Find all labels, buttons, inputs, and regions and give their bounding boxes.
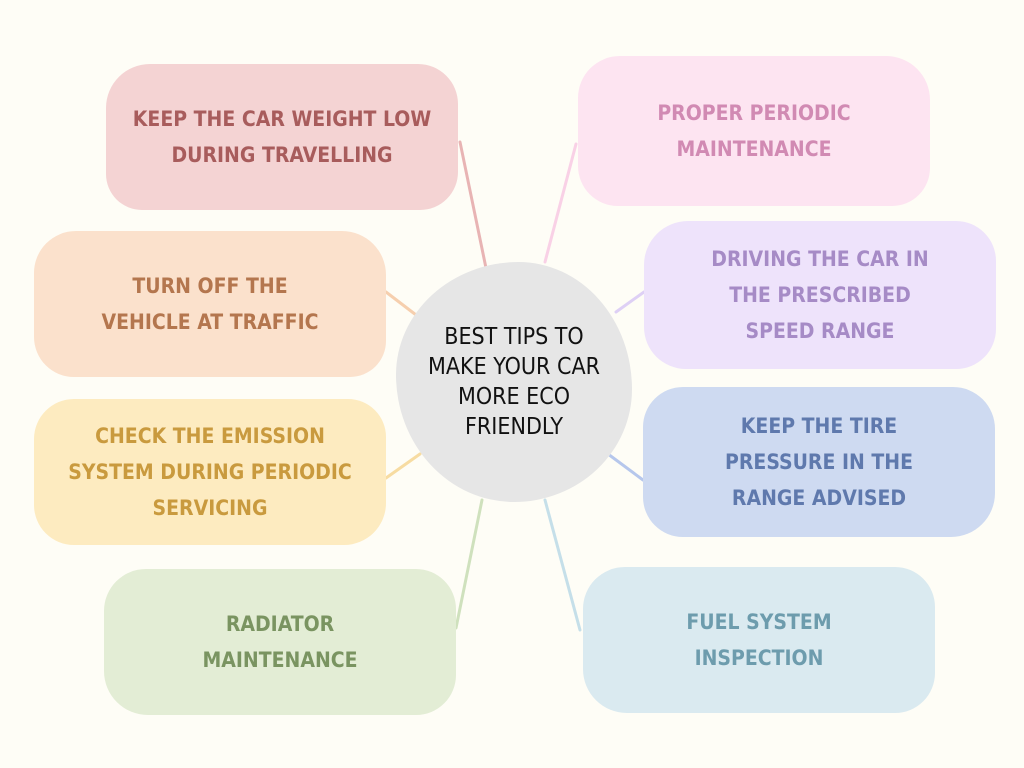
- tip-label: PROPER PERIODIC MAINTENANCE: [657, 101, 851, 161]
- connector-line-7: [606, 452, 645, 482]
- tip-tire-pressure: KEEP THE TIRE PRESSURE IN THE RANGE ADVI…: [643, 387, 995, 537]
- tip-label: KEEP THE CAR WEIGHT LOW DURING TRAVELLIN…: [132, 107, 432, 167]
- tip-periodic-maintenance: PROPER PERIODIC MAINTENANCE: [578, 56, 930, 206]
- connector-line-3: [384, 452, 422, 480]
- tip-fuel-system: FUEL SYSTEM INSPECTION: [583, 567, 935, 713]
- central-topic: BEST TIPS TO MAKE YOUR CAR MORE ECO FRIE…: [396, 262, 632, 502]
- tip-label: RADIATOR MAINTENANCE: [202, 612, 358, 672]
- tip-label: KEEP THE TIRE PRESSURE IN THE RANGE ADVI…: [725, 414, 913, 510]
- tip-radiator-maintenance: RADIATOR MAINTENANCE: [104, 569, 456, 715]
- tip-keep-weight-low: KEEP THE CAR WEIGHT LOW DURING TRAVELLIN…: [106, 64, 458, 210]
- central-topic-title: BEST TIPS TO MAKE YOUR CAR MORE ECO FRIE…: [428, 324, 600, 440]
- tip-label: FUEL SYSTEM INSPECTION: [686, 610, 832, 670]
- connector-line-1: [458, 140, 488, 270]
- tip-check-emission: CHECK THE EMISSION SYSTEM DURING PERIODI…: [34, 399, 386, 545]
- tip-speed-range: DRIVING THE CAR IN THE PRESCRIBED SPEED …: [644, 221, 996, 369]
- tip-label: CHECK THE EMISSION SYSTEM DURING PERIODI…: [68, 424, 352, 520]
- connector-line-6: [614, 290, 646, 314]
- connector-line-8: [543, 498, 582, 632]
- tip-turn-off-vehicle: TURN OFF THE VEHICLE AT TRAFFIC: [34, 231, 386, 377]
- tip-label: DRIVING THE CAR IN THE PRESCRIBED SPEED …: [711, 247, 929, 343]
- connector-line-4: [454, 498, 484, 630]
- tip-label: TURN OFF THE VEHICLE AT TRAFFIC: [101, 274, 319, 334]
- connector-line-5: [543, 142, 578, 264]
